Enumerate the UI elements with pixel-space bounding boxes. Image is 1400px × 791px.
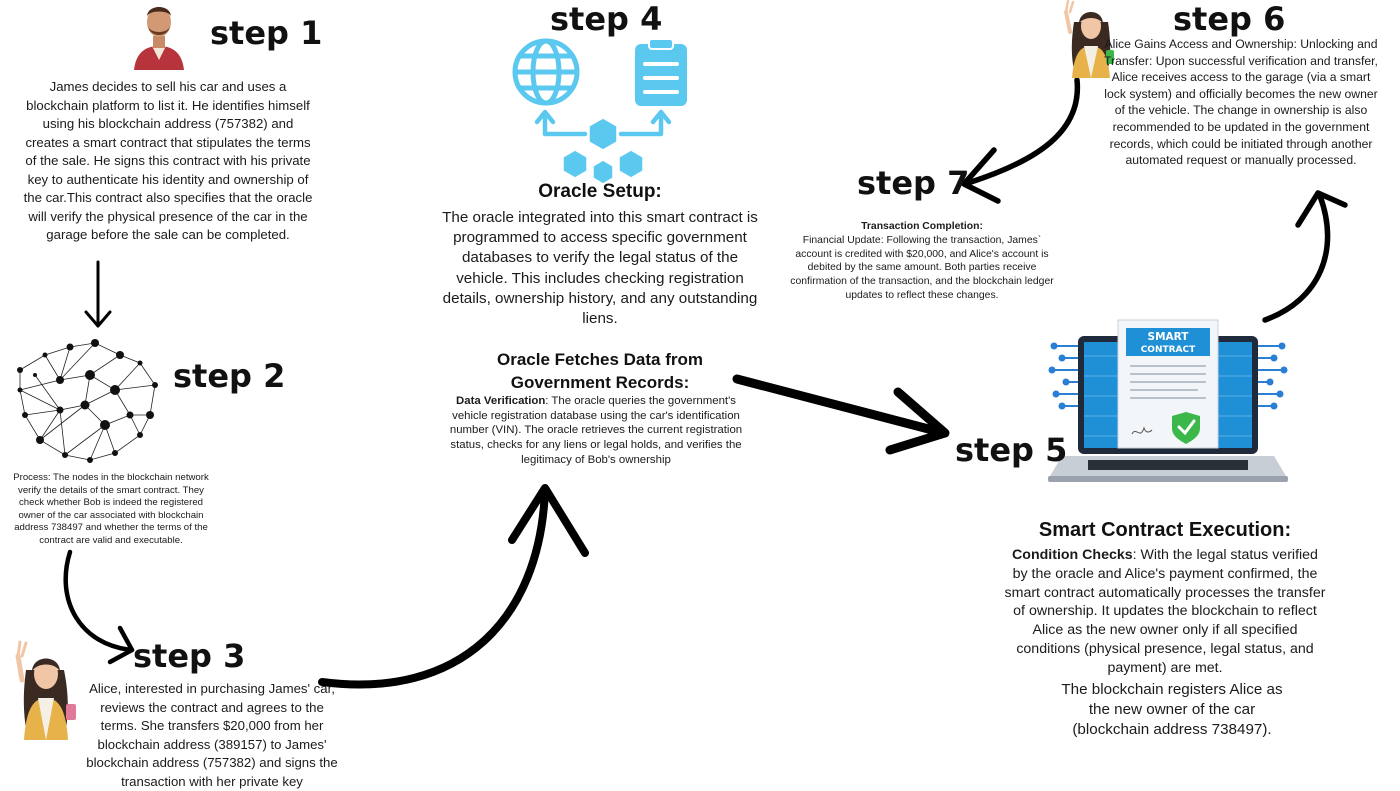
blockchain-registers-text: The blockchain registers Alice as the ne…	[1061, 681, 1283, 739]
step-5-title: step 5	[955, 431, 1068, 469]
arrow-step2-to-step3	[63, 549, 135, 653]
arrow-step5-to-step6	[1262, 193, 1331, 323]
network-graph-icon	[17, 339, 158, 463]
person-alice-icon-2	[1060, 0, 1122, 78]
transaction-completion-body: Financial Update: Following the transact…	[790, 234, 1054, 301]
clipboard-icon	[635, 38, 687, 106]
arrow-step6-to-step7	[965, 77, 1081, 186]
oracle-setup-text: The oracle integrated into this smart co…	[442, 209, 758, 328]
condition-checks-label: Condition Checks	[1012, 547, 1133, 563]
oracle-setup-heading: Oracle Setup:	[538, 181, 662, 202]
data-verification-label: Data Verification	[456, 395, 546, 407]
data-verification-body: : The oracle queries the government's ve…	[449, 395, 743, 466]
step-7-text: Transaction Completion: Financial Update:…	[786, 220, 1058, 303]
step-2-title: step 2	[173, 357, 286, 395]
person-alice-icon	[10, 640, 82, 740]
oracle-icons	[512, 38, 687, 185]
cubes-network-icon	[562, 117, 644, 185]
step-2-text: Process: The nodes in the blockchain net…	[13, 472, 209, 546]
smart-contract-laptop-icon: SMART CONTRACT	[1048, 316, 1288, 488]
smart-contract-execution-text: Condition Checks: With the legal status …	[1004, 546, 1326, 678]
oracle-fetch-text: Data Verification: The oracle queries th…	[446, 394, 746, 468]
step-7-title: step 7	[857, 164, 970, 202]
step-1-title: step 1	[210, 14, 323, 52]
laptop-title-line1: SMART	[1148, 331, 1190, 343]
globe-icon	[512, 38, 580, 106]
step-3-text: Alice, interested in purchasing James' c…	[86, 681, 338, 789]
step-4-title: step 4	[550, 0, 663, 38]
step-3-title: step 3	[133, 637, 246, 675]
arrow-step4-to-step5	[732, 374, 945, 437]
step-6-title: step 6	[1173, 0, 1286, 38]
laptop-title-line2: CONTRACT	[1141, 345, 1196, 355]
step-6-text: Alice Gains Access and Ownership: Unlock…	[1104, 37, 1378, 168]
smart-contract-execution-heading: Smart Contract Execution:	[1038, 519, 1292, 541]
person-james-icon	[128, 0, 190, 70]
step-1-text: James decides to sell his car and uses a…	[23, 79, 313, 242]
transaction-completion-label: Transaction Completion:	[861, 221, 983, 232]
oracle-fetch-heading: Oracle Fetches Data from Government Reco…	[497, 350, 703, 392]
arrow-step3-to-step4	[318, 486, 549, 689]
condition-checks-body: : With the legal status verified by the …	[1004, 547, 1326, 676]
